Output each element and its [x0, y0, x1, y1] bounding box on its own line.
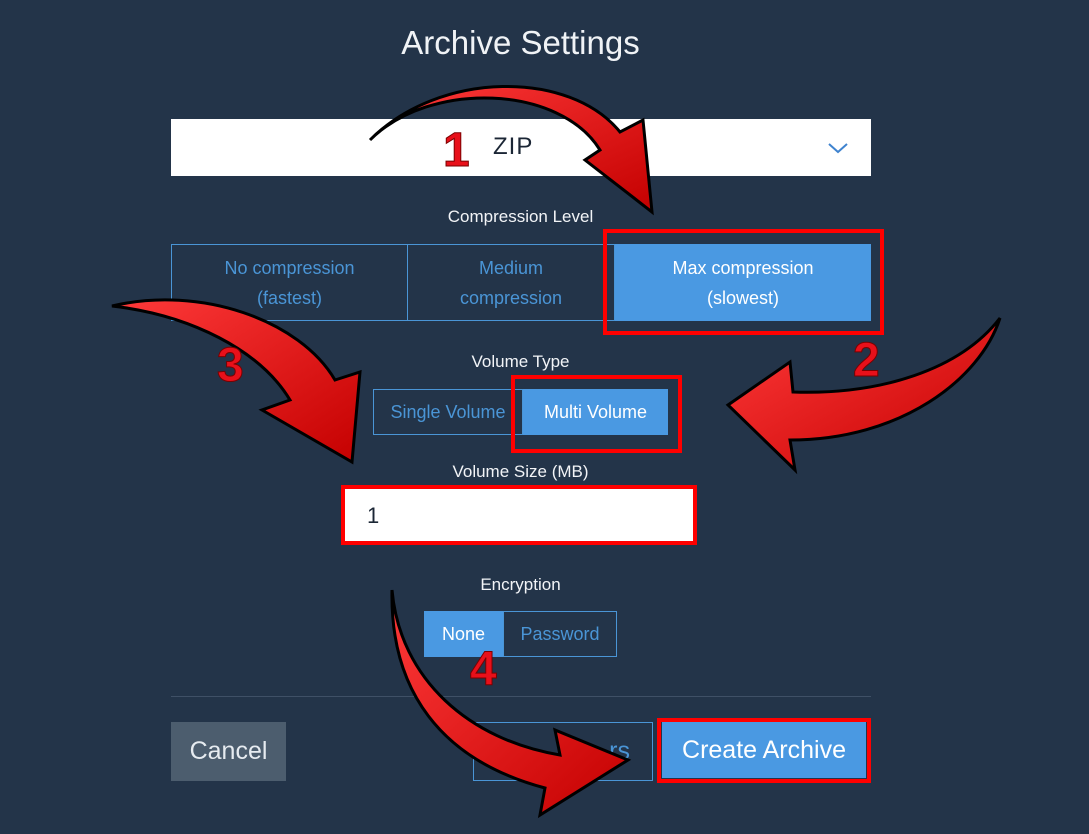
dialog-title: Archive Settings: [401, 24, 640, 61]
medium-compression-line2: compression: [459, 287, 563, 308]
highlight-box-create-archive: [657, 718, 871, 783]
max-compression-option[interactable]: Max compression (slowest): [615, 244, 871, 321]
footer-divider: [171, 696, 871, 697]
volume-size-input[interactable]: 1: [343, 489, 694, 542]
arrow-1-icon: [368, 85, 654, 216]
volume-type-label: Volume Type: [471, 352, 570, 371]
volume-size-label: Volume Size (MB): [452, 462, 589, 481]
compression-level-label: Compression Level: [447, 207, 594, 226]
step-number-3: 3: [217, 339, 245, 393]
encryption-label: Encryption: [480, 575, 561, 594]
compression-level-group: No compression (fastest) Medium compress…: [171, 244, 871, 321]
highlight-box-multi-volume: [511, 375, 682, 453]
archive-format-value: ZIP: [493, 133, 534, 160]
max-compression-line1: Max compression: [672, 257, 814, 278]
encryption-password-option[interactable]: Password: [503, 611, 617, 657]
volume-type-group: Single Volume Multi Volume: [373, 389, 668, 435]
archive-format-select[interactable]: ZIP: [171, 119, 871, 176]
step-number-1: 1: [443, 124, 471, 178]
medium-compression-option[interactable]: Medium compression: [408, 244, 615, 321]
medium-compression-line1: Medium: [478, 257, 544, 278]
arrow-4-icon: [390, 589, 632, 819]
no-compression-line2: (fastest): [256, 287, 322, 308]
chevron-down-icon: [828, 143, 848, 154]
arrow-3-icon: [111, 298, 362, 465]
multi-volume-option[interactable]: Multi Volume: [523, 389, 668, 435]
highlight-box-volume-size: [341, 485, 697, 545]
no-compression-line1: No compression: [224, 257, 355, 278]
create-archive-button[interactable]: Create Archive: [662, 722, 866, 778]
single-volume-option[interactable]: Single Volume: [373, 389, 523, 435]
highlight-box-max-compression: [603, 229, 884, 335]
cancel-button[interactable]: Cancel: [171, 722, 286, 781]
step-number-4: 4: [470, 643, 498, 697]
encryption-group: None Password: [424, 611, 617, 657]
encryption-none-option[interactable]: None: [424, 611, 503, 657]
max-compression-line2: (slowest): [706, 287, 779, 308]
arrow-2-icon: [725, 317, 1002, 475]
no-compression-option[interactable]: No compression (fastest): [171, 244, 408, 321]
step-number-2: 2: [853, 334, 881, 388]
